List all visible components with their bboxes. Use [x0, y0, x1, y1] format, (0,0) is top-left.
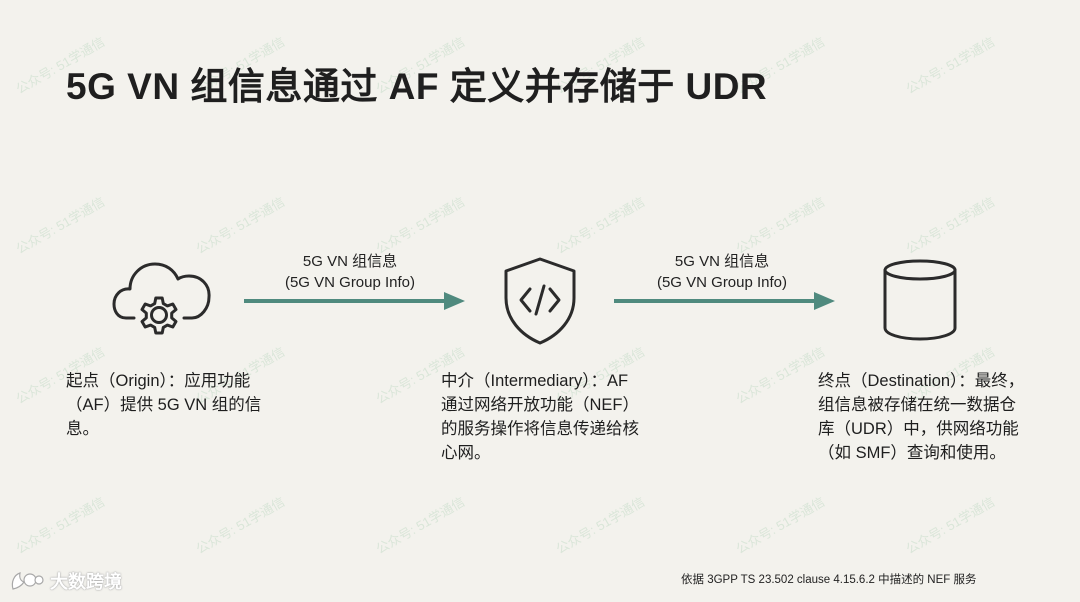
watermark-text: 公众号: 51学通信 — [553, 193, 648, 257]
watermark-text: 公众号: 51学通信 — [193, 493, 288, 557]
edge-label-line1: 5G VN 组信息 — [302, 253, 398, 270]
watermark-text: 公众号: 51学通信 — [193, 193, 288, 257]
brand-logo-icon — [11, 572, 44, 590]
intermediary-description: 中介（Intermediary）：AF 通过网络开放功能（NEF）的服务操作将信… — [441, 372, 639, 462]
shield-code-icon — [500, 256, 580, 346]
watermark-text: 公众号: 51学通信 — [13, 193, 108, 257]
watermark-text: 公众号: 51学通信 — [903, 33, 998, 97]
slide-title: 5G VN 组信息通过 AF 定义并存储于 UDR — [66, 66, 768, 107]
watermark-text: 公众号: 51学通信 — [553, 493, 648, 557]
destination-description: 终点（Destination）：最终，组信息被存储在统一数据仓库（UDR）中，供… — [818, 372, 1025, 462]
flow-arrow-intermediary-to-destination — [614, 289, 836, 318]
watermark-text: 公众号: 51学通信 — [903, 493, 998, 557]
brand-logo: 大数跨境 — [10, 568, 122, 594]
cloud-gear-icon — [112, 252, 212, 344]
database-icon — [880, 258, 960, 342]
brand-logo-text: 大数跨境 — [50, 572, 122, 592]
edge-label-line1: 5G VN 组信息 — [674, 253, 770, 270]
edge-label-line2: (5G VN Group Info) — [284, 274, 416, 291]
origin-description: 起点（Origin）：应用功能（AF）提供 5G VN 组的信息。 — [66, 372, 262, 438]
flow-arrow-origin-to-intermediary — [244, 289, 466, 318]
source-note: 依据 3GPP TS 23.502 clause 4.15.6.2 中描述的 N… — [681, 574, 977, 586]
watermark-text: 公众号: 51学通信 — [733, 493, 828, 557]
edge-label-line2: (5G VN Group Info) — [656, 274, 788, 291]
watermark-text: 公众号: 51学通信 — [733, 193, 828, 257]
edge-label-intermediary-to-destination: 5G VN 组信息 (5G VN Group Info) — [612, 251, 832, 293]
watermark-text: 公众号: 51学通信 — [13, 493, 108, 557]
watermark-text: 公众号: 51学通信 — [373, 493, 468, 557]
watermark-text: 公众号: 51学通信 — [903, 193, 998, 257]
watermark-text: 公众号: 51学通信 — [373, 193, 468, 257]
edge-label-origin-to-intermediary: 5G VN 组信息 (5G VN Group Info) — [240, 251, 460, 293]
watermark-text: 公众号: 51学通信 — [733, 343, 828, 407]
